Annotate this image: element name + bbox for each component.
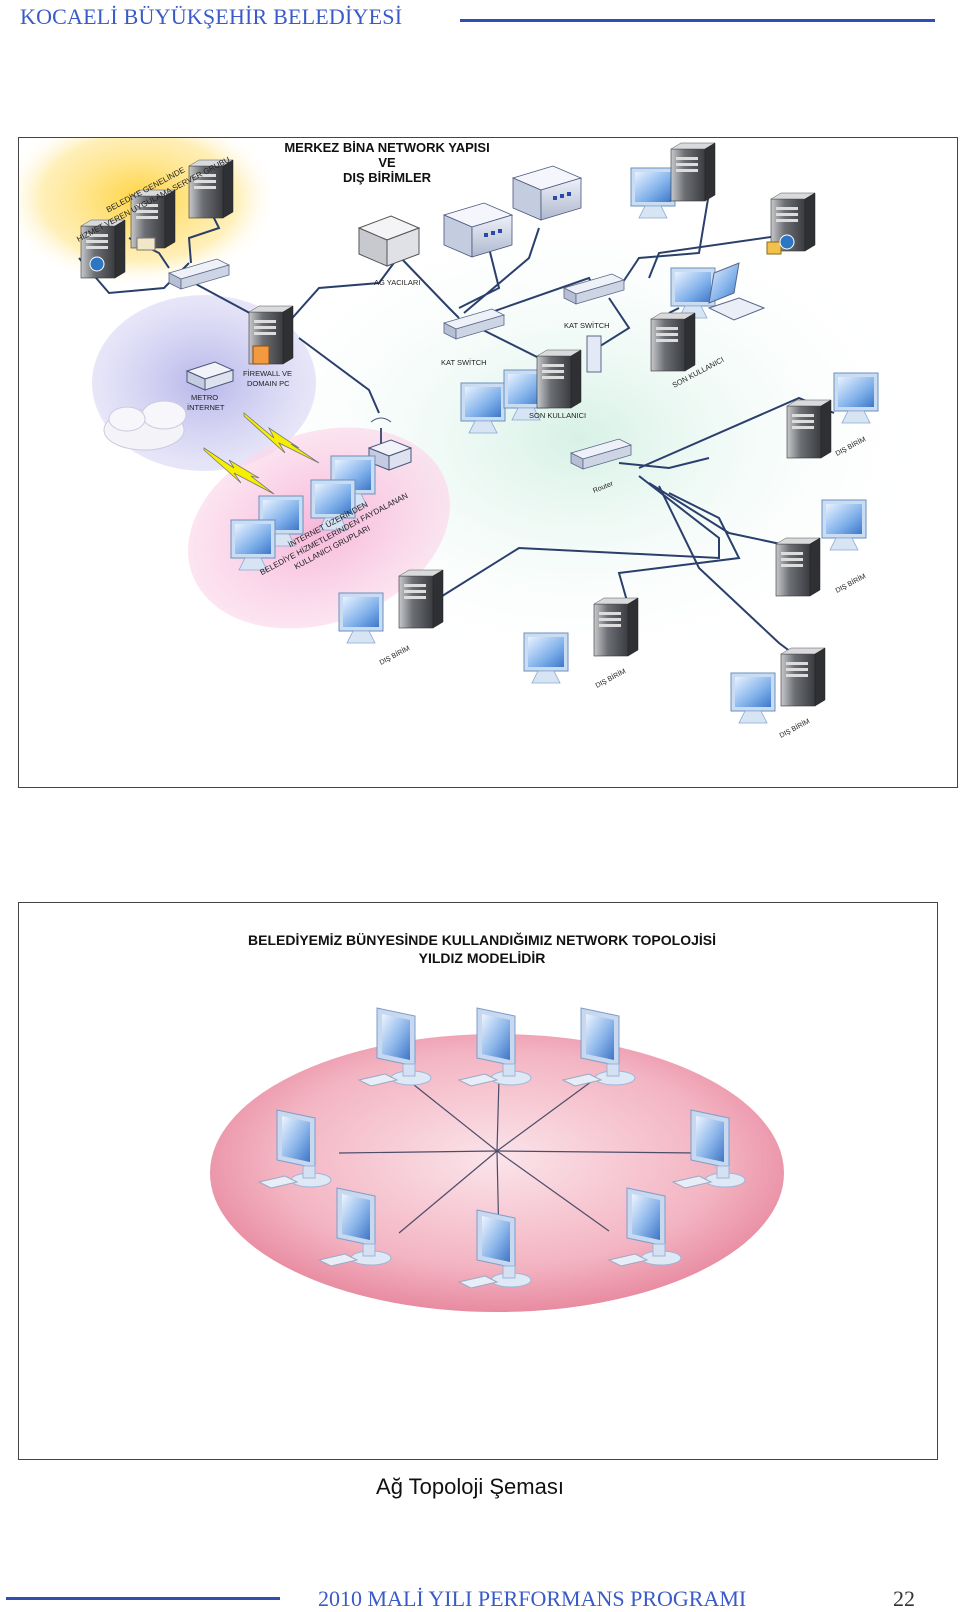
- printer-icon: [357, 215, 421, 267]
- firewall-label-2: DOMAIN PC: [247, 379, 290, 388]
- network-structure-figure: MERKEZ BİNA NETWORK YAPISI VE DIŞ BİRİML…: [0, 108, 958, 788]
- figure1-title-line3: DIŞ BİRİMLER: [343, 170, 432, 185]
- figure1-title: MERKEZ BİNA NETWORK YAPISI: [284, 140, 489, 155]
- figure2-subtitle: YILDIZ MODELİDİR: [419, 950, 546, 966]
- access-point-icon: [367, 417, 413, 471]
- globe-icon: [89, 256, 105, 272]
- firewall-icon: [252, 345, 270, 365]
- kat-switch-label-1: KAT SWİTCH: [441, 358, 487, 367]
- header-title: KOCAELİ BÜYÜKŞEHİR BELEDİYESİ: [20, 4, 403, 29]
- door-icon: [586, 335, 602, 373]
- folder-icon: [766, 241, 782, 255]
- mail-icon: [136, 237, 156, 251]
- laptop-icon: [707, 262, 766, 321]
- header-rule: [460, 19, 935, 22]
- son-kullanici-label-1: SON KULLANICI: [529, 411, 586, 420]
- figure2-title: BELEDİYEMİZ BÜNYESİNDE KULLANDIĞIMIZ NET…: [248, 931, 716, 948]
- figure-caption: Ağ Topoloji Şeması: [376, 1474, 564, 1499]
- figure1-title-line2: VE: [378, 155, 396, 170]
- wireless-lightning: [203, 412, 320, 495]
- printers-label: AĞ YACILARI: [374, 278, 420, 287]
- dis-birim-label-5: DIŞ BİRİM: [778, 716, 812, 740]
- metro-label: METRO: [191, 393, 218, 402]
- cloud-icon: [103, 400, 187, 451]
- star-topology-figure: BELEDİYEMİZ BÜNYESİNDE KULLANDIĞIMIZ NET…: [18, 902, 938, 1460]
- kat-switch-label-2: KAT SWİTCH: [564, 321, 610, 330]
- footer-title: 2010 MALİ YILI PERFORMANS PROGRAMI: [318, 1586, 747, 1611]
- dis-birim-label-3: DIŞ BİRİM: [378, 643, 412, 667]
- metro-label-2: İNTERNET: [187, 403, 225, 412]
- page-number: 22: [893, 1586, 915, 1611]
- footer-rule: [6, 1597, 280, 1600]
- firewall-label: FİREWALL VE: [243, 369, 292, 378]
- metro-modem-icon: [185, 361, 235, 391]
- star-links: [338, 1072, 700, 1244]
